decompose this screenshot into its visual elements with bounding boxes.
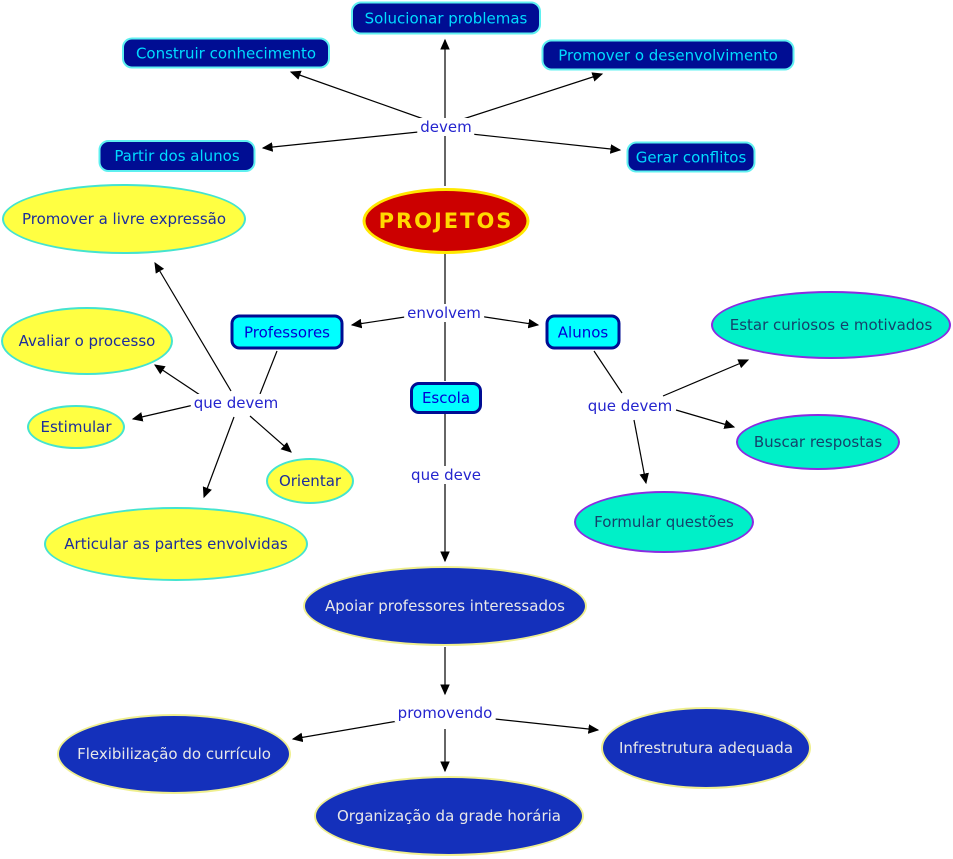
linking-phrase-envolvem[interactable]: envolvem bbox=[404, 304, 484, 322]
node-partir-dos-alunos[interactable]: Partir dos alunos bbox=[98, 140, 256, 172]
node-promover-desenvolvimento[interactable]: Promover o desenvolvimento bbox=[541, 39, 795, 71]
edge-devem-construir bbox=[289, 70, 433, 123]
edge-devem-promover-desenvolvimento bbox=[459, 72, 604, 121]
node-estimular[interactable]: Estimular bbox=[27, 405, 125, 449]
edge-quedevem-articular bbox=[202, 416, 235, 499]
node-construir-conhecimento[interactable]: Construir conhecimento bbox=[122, 37, 330, 69]
edge-promovendo-infrestrutura bbox=[494, 718, 600, 734]
edge-quedevem-estar-curiosos bbox=[662, 359, 750, 397]
linking-phrase-devem[interactable]: devem bbox=[417, 118, 475, 136]
node-gerar-conflitos[interactable]: Gerar conflitos bbox=[626, 141, 756, 173]
edge-quedevem-estimular bbox=[131, 403, 199, 422]
node-organizacao-grade[interactable]: Organização da grade horária bbox=[314, 776, 584, 856]
node-formular-questoes[interactable]: Formular questões bbox=[574, 491, 754, 553]
edge-alunos-quedevem bbox=[593, 350, 623, 394]
edge-quedevem-orientar bbox=[249, 415, 292, 453]
edge-professores-quedevem bbox=[259, 350, 278, 395]
node-buscar-respostas[interactable]: Buscar respostas bbox=[736, 414, 900, 470]
node-alunos[interactable]: Alunos bbox=[545, 314, 621, 350]
node-flexibilizacao-curriculo[interactable]: Flexibilização do currículo bbox=[57, 714, 291, 794]
node-estar-curiosos[interactable]: Estar curiosos e motivados bbox=[711, 291, 951, 359]
node-professores[interactable]: Professores bbox=[230, 314, 344, 350]
edge-quedevem-formular bbox=[633, 419, 649, 485]
edge-quedevem-promover-expressao bbox=[154, 261, 232, 392]
node-projetos-root[interactable]: PROJETOS bbox=[362, 188, 530, 254]
linking-phrase-que-devem-professores[interactable]: que devem bbox=[190, 394, 282, 412]
node-articular-partes[interactable]: Articular as partes envolvidas bbox=[44, 507, 308, 581]
linking-phrase-promovendo[interactable]: promovendo bbox=[394, 704, 496, 722]
node-promover-livre-expressao[interactable]: Promover a livre expressão bbox=[2, 184, 246, 254]
edge-quedevem-buscar bbox=[675, 409, 736, 429]
node-avaliar-processo[interactable]: Avaliar o processo bbox=[1, 307, 173, 375]
edge-quedevem-avaliar bbox=[154, 364, 204, 398]
linking-phrase-que-devem-alunos[interactable]: que devem bbox=[584, 397, 676, 415]
node-apoiar-professores[interactable]: Apoiar professores interessados bbox=[303, 566, 587, 646]
node-orientar[interactable]: Orientar bbox=[266, 458, 354, 504]
node-escola[interactable]: Escola bbox=[410, 382, 482, 414]
edges bbox=[131, 38, 750, 773]
edge-promovendo-flexibilizacao bbox=[291, 720, 399, 743]
node-infrestrutura-adequada[interactable]: Infrestrutura adequada bbox=[601, 707, 811, 789]
edge-devem-gerar bbox=[461, 132, 622, 154]
linking-phrase-que-deve[interactable]: que deve bbox=[408, 466, 484, 484]
node-solucionar-problemas[interactable]: Solucionar problemas bbox=[351, 1, 541, 35]
edge-devem-partir bbox=[261, 130, 429, 152]
